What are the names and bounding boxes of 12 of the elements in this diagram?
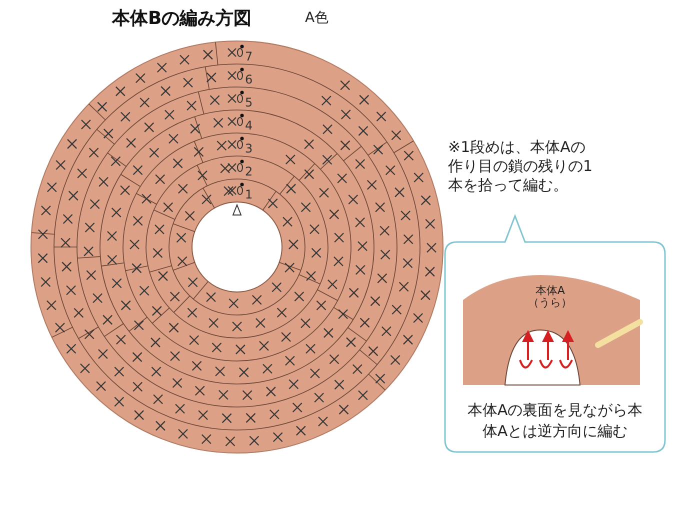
instruction-text: 本体Aの裏面を見ながら本体Aとは逆方向に編む <box>466 400 644 442</box>
row-number: 3 <box>245 142 253 156</box>
row-number: 1 <box>245 188 253 202</box>
row-number: 5 <box>245 96 253 110</box>
note-text: ※1段めは、本体Aの作り目の鎖の残りの1本を拾って編む。 <box>448 138 594 195</box>
row-number: 7 <box>245 50 253 64</box>
row-number: 6 <box>245 72 253 86</box>
part-label: 本体A（うら） <box>527 285 574 309</box>
row-number: 2 <box>245 164 253 178</box>
row-number: 4 <box>245 118 253 132</box>
diagram-title: 本体Bの編み方図 <box>112 7 252 30</box>
color-note: A色 <box>305 9 329 27</box>
